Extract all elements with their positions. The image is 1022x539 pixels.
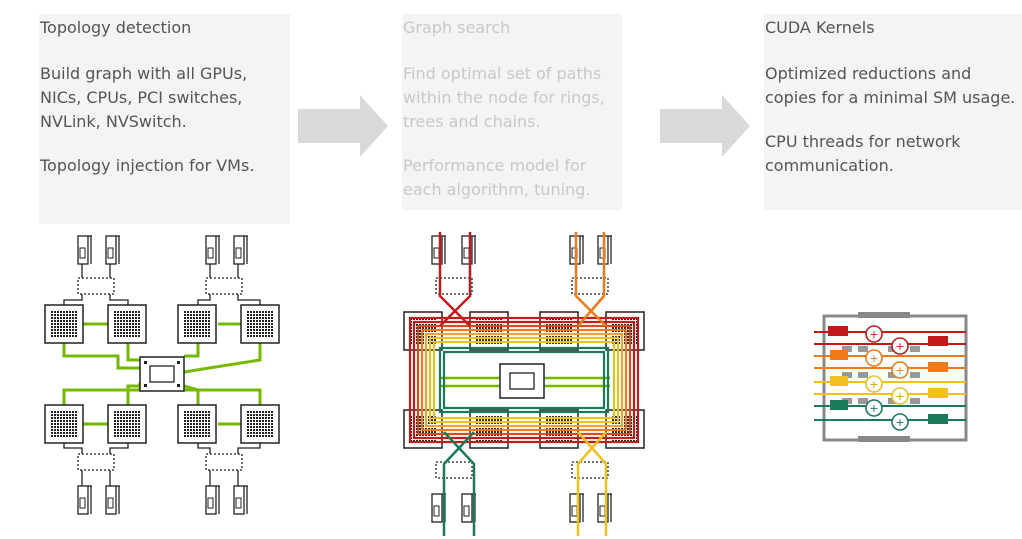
- svg-text:+: +: [869, 402, 878, 415]
- pci-switch-icon: [77, 453, 115, 471]
- nic-icon: [105, 235, 121, 265]
- svg-text:+: +: [869, 352, 878, 365]
- step-topology-detection: Topology detection Build graph with all …: [39, 14, 290, 224]
- svg-text:+: +: [869, 378, 878, 391]
- nic-icon: [233, 485, 249, 515]
- gpu-icon: [107, 404, 147, 444]
- step-description: Performance model for each algorithm, tu…: [403, 156, 591, 199]
- pci-switch-icon: [205, 277, 243, 295]
- pci-switch-icon: [435, 461, 473, 479]
- cuda-kernel-diagram: + + + + + + + +: [814, 312, 968, 442]
- nvswitch-icon: [499, 363, 545, 399]
- gpu-icon: [240, 404, 280, 444]
- step-description: Optimized reductions and copies for a mi…: [765, 64, 1016, 107]
- pci-switch-icon: [205, 453, 243, 471]
- reduction-plus-icon: + + + + + + + +: [869, 328, 904, 429]
- gpu-icon: [240, 304, 280, 344]
- nic-icon: [205, 235, 221, 265]
- step-description: Build graph with all GPUs, NICs, CPUs, P…: [40, 64, 248, 131]
- gpu-icon: [177, 404, 217, 444]
- pci-switch-icon: [571, 277, 609, 295]
- step-description: CPU threads for network communication.: [765, 132, 961, 175]
- step-graph-search: Graph search Find optimal set of paths w…: [402, 14, 622, 210]
- svg-text:+: +: [895, 340, 904, 353]
- flow-arrow-icon: [660, 95, 750, 157]
- step-title: CUDA Kernels: [765, 18, 875, 37]
- pci-switch-icon: [435, 277, 473, 295]
- nic-icon: [77, 235, 93, 265]
- nic-icon: [233, 235, 249, 265]
- nic-icon: [105, 485, 121, 515]
- graph-search-diagram: [403, 232, 645, 536]
- svg-text:+: +: [895, 416, 904, 429]
- svg-text:+: +: [895, 390, 904, 403]
- gpu-icon: [44, 304, 84, 344]
- step-description: Topology injection for VMs.: [40, 156, 255, 175]
- nvswitch-icon: [139, 356, 185, 392]
- svg-text:+: +: [869, 328, 878, 341]
- gpu-icon: [177, 304, 217, 344]
- nic-icon: [205, 485, 221, 515]
- nic-icon: [77, 485, 93, 515]
- step-title: Graph search: [403, 18, 511, 37]
- svg-text:+: +: [895, 364, 904, 377]
- step-title: Topology detection: [40, 18, 192, 37]
- topology-diagram: [44, 235, 280, 515]
- gpu-icon: [107, 304, 147, 344]
- gpu-icon: [44, 404, 84, 444]
- flow-arrow-icon: [298, 95, 388, 157]
- step-description: Find optimal set of paths within the nod…: [403, 64, 605, 131]
- step-cuda-kernels: CUDA Kernels Optimized reductions and co…: [764, 14, 1022, 210]
- pci-switch-icon: [77, 277, 115, 295]
